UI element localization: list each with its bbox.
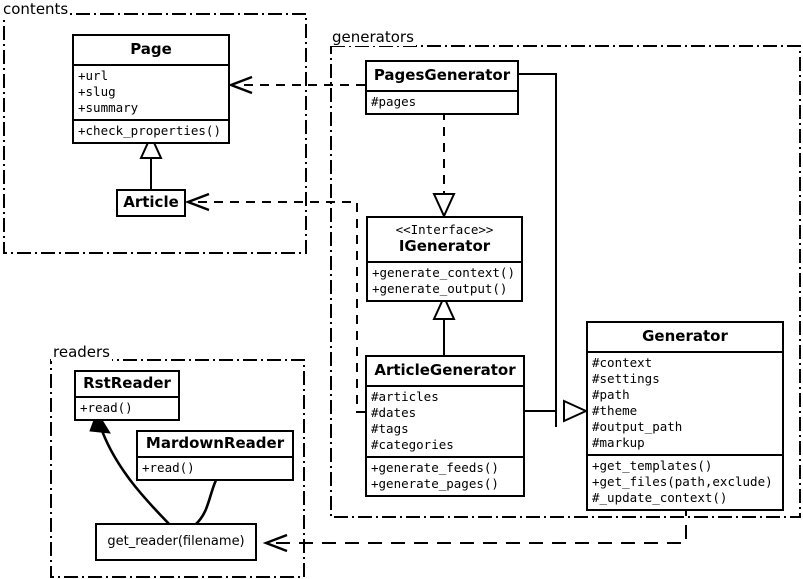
function-name-section: get_reader(filename) xyxy=(97,525,255,559)
attribute-row: +url xyxy=(78,68,109,83)
class-box-mardownreader[interactable]: MardownReader +read() xyxy=(136,430,294,481)
package-label-readers: readers xyxy=(51,343,112,361)
operation-row: +read() xyxy=(80,400,133,415)
class-operations-section: +check_properties() xyxy=(74,119,228,142)
class-name-section: Page xyxy=(74,36,228,64)
package-frame-contents xyxy=(3,13,307,254)
attribute-row: #articles xyxy=(371,389,439,404)
class-title-rstreader: RstReader xyxy=(83,374,171,392)
class-operations-section: +read() xyxy=(138,456,292,479)
class-box-article[interactable]: Article xyxy=(116,189,186,217)
class-box-get-reader[interactable]: get_reader(filename) xyxy=(95,523,257,561)
class-title-page: Page xyxy=(130,40,172,58)
class-box-generator[interactable]: Generator #context #settings #path #them… xyxy=(586,321,784,511)
operation-row: +check_properties() xyxy=(78,123,221,138)
operation-row: +generate_feeds() xyxy=(371,460,499,475)
operation-row: +generate_context() xyxy=(372,265,515,280)
attribute-row: #tags xyxy=(371,421,409,436)
operation-row: +get_templates() xyxy=(592,458,713,473)
attribute-row: #path xyxy=(592,387,630,402)
class-title-mardownreader: MardownReader xyxy=(145,434,285,452)
attribute-row: #theme xyxy=(592,403,638,418)
class-operations-section: +read() xyxy=(76,396,178,419)
attribute-row: #dates xyxy=(371,405,417,420)
attribute-row: #settings xyxy=(592,371,660,386)
attribute-row: #pages xyxy=(371,94,417,109)
class-title-pagesgenerator: PagesGenerator xyxy=(373,66,511,84)
operation-row: +generate_pages() xyxy=(371,476,499,491)
operation-row: #_update_context() xyxy=(592,490,728,505)
class-name-section: RstReader xyxy=(76,372,178,396)
class-box-pagesgenerator[interactable]: PagesGenerator #pages xyxy=(365,60,519,115)
package-label-contents: contents xyxy=(1,0,71,18)
attribute-row: +summary xyxy=(78,100,139,115)
attribute-row: #categories xyxy=(371,437,454,452)
class-attributes-section: #articles #dates #tags #categories xyxy=(367,385,523,456)
class-name-section: Article xyxy=(118,191,184,215)
class-name-section: <<Interface>> IGenerator xyxy=(368,218,521,261)
function-title-get-reader: get_reader(filename) xyxy=(107,534,245,549)
class-operations-section: +get_templates() +get_files(path,exclude… xyxy=(588,454,782,509)
class-box-articlegenerator[interactable]: ArticleGenerator #articles #dates #tags … xyxy=(365,355,525,497)
class-box-page[interactable]: Page +url +slug +summary +check_properti… xyxy=(72,34,230,144)
class-box-rstreader[interactable]: RstReader +read() xyxy=(74,370,180,421)
class-title-generator: Generator xyxy=(642,327,728,345)
class-box-igenerator[interactable]: <<Interface>> IGenerator +generate_conte… xyxy=(366,216,523,302)
package-frame-readers xyxy=(50,359,305,578)
class-name-section: PagesGenerator xyxy=(367,62,517,90)
class-title-igenerator: IGenerator xyxy=(398,237,491,255)
class-attributes-section: #pages xyxy=(367,90,517,113)
class-name-section: Generator xyxy=(588,323,782,351)
operation-row: +generate_output() xyxy=(372,281,508,296)
attribute-row: #output_path xyxy=(592,419,683,434)
class-attributes-section: #context #settings #path #theme #output_… xyxy=(588,351,782,454)
class-title-articlegenerator: ArticleGenerator xyxy=(374,361,516,379)
operation-row: +get_files(path,exclude) xyxy=(592,474,773,489)
package-label-generators: generators xyxy=(330,28,416,46)
attribute-row: +slug xyxy=(78,84,116,99)
attribute-row: #markup xyxy=(592,435,645,450)
operation-row: +read() xyxy=(142,460,195,475)
attribute-row: #context xyxy=(592,355,653,370)
class-title-article: Article xyxy=(123,193,179,211)
class-attributes-section: +url +slug +summary xyxy=(74,64,228,119)
class-name-section: MardownReader xyxy=(138,432,292,456)
class-name-section: ArticleGenerator xyxy=(367,357,523,385)
class-operations-section: +generate_feeds() +generate_pages() xyxy=(367,456,523,495)
class-stereotype-igenerator: <<Interface>> xyxy=(395,222,494,237)
class-operations-section: +generate_context() +generate_output() xyxy=(368,261,521,300)
